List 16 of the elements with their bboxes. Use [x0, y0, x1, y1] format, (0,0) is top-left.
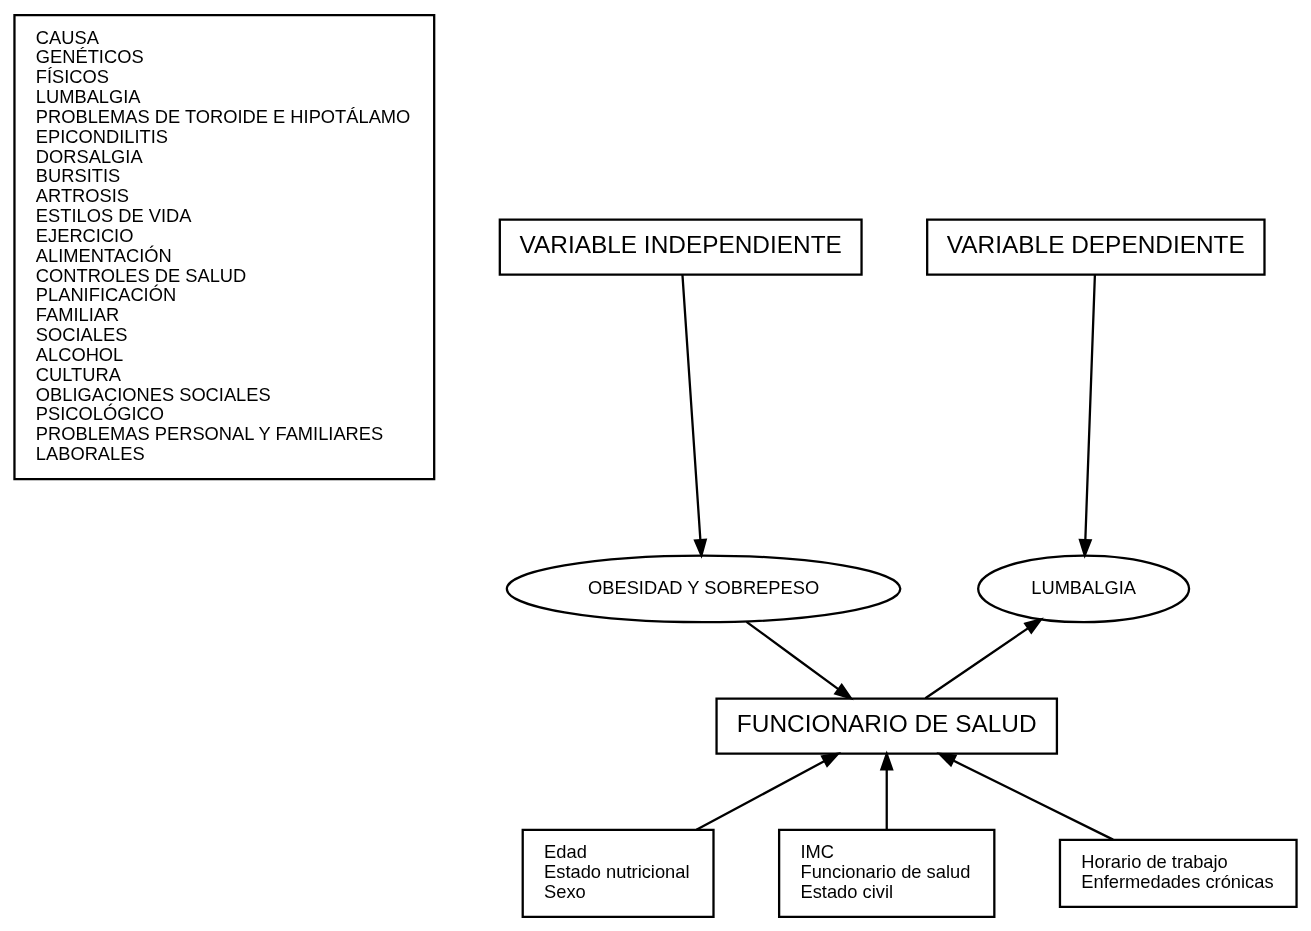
node-box: VARIABLE INDEPENDIENTE [498, 218, 863, 276]
node-box: Edad Estado nutricional Sexo [521, 828, 715, 918]
node-box: CAUSA GENÉTICOS FÍSICOS LUMBALGIA PROBLEMAS DE TOROIDE E HIPOTÁLAMO EPICONDILITIS DORSALGIA BURSITIS ARTROSIS ESTILOS DE VIDA EJERCICIO ALIMENTACIÓN CONTROLES DE SALUD PLANIFICACIÓN FAMILIAR SOCIALES ALCOHOL CULTURA OBLIGACIONES SOCIALES PSICOLÓGICO PROBLEMAS PERSONAL Y FAMILIARES LABORALES [13, 13, 436, 480]
node-box: VARIABLE DEPENDIENTE [926, 218, 1266, 276]
arrow [1078, 274, 1097, 559]
arrow [745, 620, 854, 700]
node-box: FUNCIONARIO DE SALUD [715, 697, 1059, 755]
node-ellipse: OBESIDAD Y SOBREPESO [505, 553, 902, 623]
arrow [681, 274, 708, 559]
arrow [936, 751, 1114, 841]
arrow [924, 617, 1044, 699]
node-ellipse: LUMBALGIA [977, 553, 1191, 623]
node-box: IMC Funcionario de salud Estado civil [778, 828, 996, 918]
node-box: Horario de trabajo Enfermedades crónicas [1058, 838, 1298, 908]
arrow [879, 750, 894, 830]
arrow [695, 751, 842, 831]
